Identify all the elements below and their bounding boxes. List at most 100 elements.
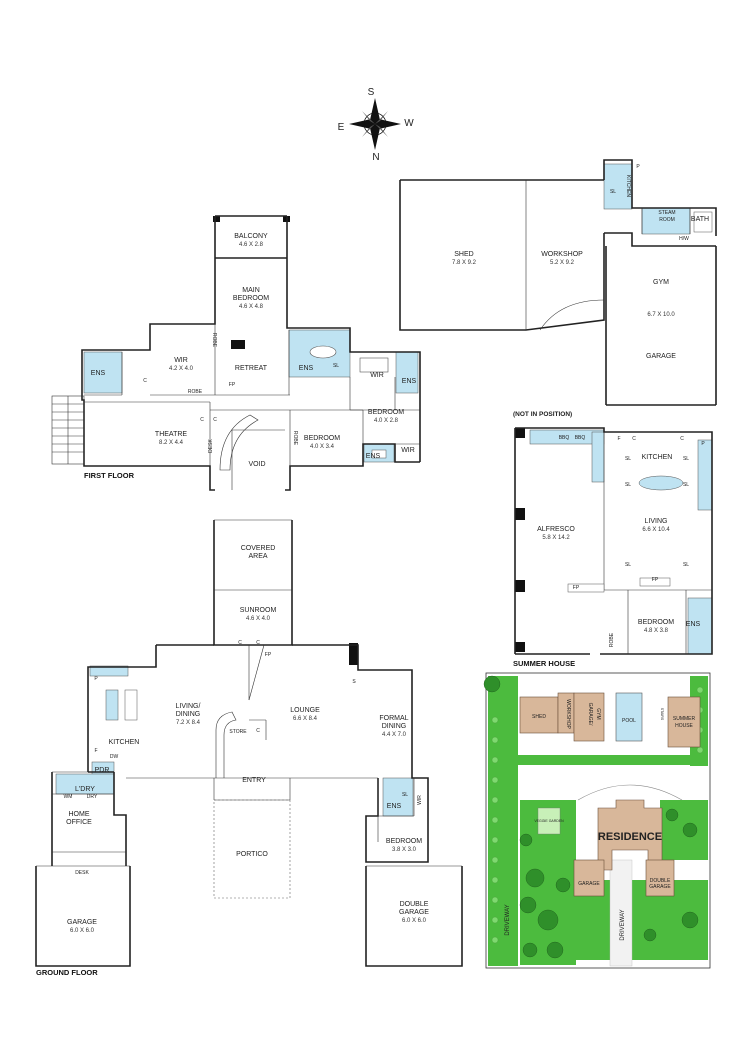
room-label: HOME bbox=[69, 811, 90, 818]
room-label: FORMAL bbox=[379, 715, 408, 722]
room-label: SL bbox=[625, 562, 631, 568]
room-label: ENS bbox=[686, 621, 701, 628]
room-label: 6.0 X 6.0 bbox=[70, 928, 95, 934]
room-label: F bbox=[617, 436, 620, 442]
room-label: MAIN bbox=[242, 287, 260, 294]
room-label: OFFICE bbox=[66, 819, 92, 826]
room-label: BEDROOM bbox=[304, 435, 340, 442]
ground-floor-caption: GROUND FLOOR bbox=[36, 968, 98, 977]
room-label: DOUBLE bbox=[400, 901, 429, 908]
room-label: BEDROOM bbox=[638, 619, 674, 626]
room-label: GARAGE/ bbox=[587, 703, 593, 726]
room-label: ENS bbox=[387, 803, 402, 810]
room-label: ENTRY bbox=[242, 777, 266, 784]
room-label: LIVING/ bbox=[176, 703, 201, 710]
room-label: GARAGE bbox=[67, 919, 97, 926]
room-label: GYM bbox=[595, 708, 601, 719]
room-label: SHED bbox=[532, 714, 546, 720]
room-label: P bbox=[701, 441, 705, 447]
room-label: H/W bbox=[679, 236, 689, 242]
summer-house-caption: SUMMER HOUSE bbox=[513, 659, 575, 668]
room-label: WIR bbox=[174, 357, 188, 364]
room-label: 6.0 X 6.0 bbox=[402, 918, 427, 924]
room-label: DRIVEWAY bbox=[620, 909, 626, 940]
room-label: 5.2 X 9.2 bbox=[550, 260, 575, 266]
room-label: GARAGE bbox=[578, 881, 600, 887]
compass-n: N bbox=[372, 152, 379, 163]
room-label: F bbox=[94, 748, 97, 754]
compass-e: E bbox=[338, 122, 345, 133]
room-label: WIR bbox=[401, 447, 415, 454]
room-label: SUMMER bbox=[673, 716, 696, 722]
room-label: KITCHEN bbox=[109, 739, 140, 746]
room-label: C bbox=[256, 728, 260, 734]
compass-w: W bbox=[404, 118, 414, 129]
room-label: WORKSHOP bbox=[541, 251, 583, 258]
room-label: C bbox=[213, 417, 217, 423]
room-label: STEAM bbox=[658, 210, 675, 216]
room-label: 6.6 X 10.4 bbox=[642, 527, 670, 533]
room-label: C bbox=[680, 436, 684, 442]
room-label: C bbox=[632, 436, 636, 442]
room-label: BATH bbox=[691, 216, 709, 223]
room-label: WIR bbox=[417, 795, 423, 805]
room-label: DINING bbox=[176, 711, 201, 718]
room-label: COVERED bbox=[241, 545, 276, 552]
room-label: L'DRY bbox=[75, 786, 95, 793]
room-label: S bbox=[352, 679, 356, 685]
room-label: 4.2 X 4.0 bbox=[169, 366, 194, 372]
summer-house-plan: BBQ BBQ KITCHEN F C C P ALFRESCO 5.8 X 1… bbox=[514, 427, 713, 655]
room-label: ROBE bbox=[188, 389, 203, 395]
room-label: P bbox=[94, 676, 98, 682]
room-label: P bbox=[636, 164, 640, 170]
room-label: 4.8 X 3.8 bbox=[644, 628, 669, 634]
room-label: C bbox=[256, 640, 260, 646]
room-label: RETREAT bbox=[235, 365, 268, 372]
room-label: ENS bbox=[402, 378, 417, 385]
room-label: BALCONY bbox=[234, 233, 268, 240]
room-label: BBQ bbox=[575, 435, 586, 441]
room-label: RESIDENCE bbox=[598, 831, 662, 843]
room-label: STORE bbox=[229, 729, 247, 735]
outbuilding-plan: SHED 7.8 X 9.2 WORKSHOP 5.2 X 9.2 KITCHE… bbox=[399, 159, 717, 406]
room-label: BBQ bbox=[559, 435, 570, 441]
room-label: PORTICO bbox=[236, 851, 268, 858]
room-label: 3.8 X 3.0 bbox=[392, 847, 417, 853]
room-label: C bbox=[200, 417, 204, 423]
room-label: FP bbox=[652, 577, 659, 583]
room-label: 6.7 X 10.0 bbox=[647, 312, 675, 318]
room-label: SL bbox=[610, 189, 616, 195]
room-label: ENS bbox=[366, 453, 381, 460]
room-label: C bbox=[238, 640, 242, 646]
room-label: GYM bbox=[653, 279, 669, 286]
room-label: FP bbox=[265, 652, 272, 658]
room-label: ALFRESCO bbox=[537, 526, 575, 533]
compass-s: S bbox=[368, 87, 375, 98]
room-label: DW bbox=[110, 754, 119, 760]
compass-rose: S N E W bbox=[338, 87, 415, 163]
room-label: KITCHEN bbox=[642, 454, 673, 461]
room-label: DRIVEWAY bbox=[505, 904, 511, 935]
room-label: VEGGIE GARDEN bbox=[534, 819, 564, 823]
room-label: 4.6 X 4.8 bbox=[239, 304, 264, 310]
room-label: SUNROOM bbox=[240, 607, 277, 614]
room-label: 7.8 X 9.2 bbox=[452, 260, 477, 266]
room-label: ENS bbox=[299, 365, 314, 372]
room-label: WORKSHOP bbox=[565, 699, 571, 729]
room-label: 4.4 X 7.0 bbox=[382, 732, 407, 738]
room-label: POOL bbox=[622, 718, 636, 724]
room-label: ROOM bbox=[659, 217, 675, 223]
first-floor-caption: FIRST FLOOR bbox=[84, 471, 135, 480]
room-label: C bbox=[143, 378, 147, 384]
room-label: WIR bbox=[370, 372, 384, 379]
ground-floor-plan: COVERED AREA SUNROOM 4.6 X 4.0 LIVING/ D… bbox=[35, 519, 463, 967]
room-label: SHED bbox=[454, 251, 473, 258]
room-label: 5.8 X 14.2 bbox=[542, 535, 570, 541]
room-label: BEDROOM bbox=[386, 838, 422, 845]
room-label: 4.0 X 3.4 bbox=[310, 444, 335, 450]
room-label: GARAGE bbox=[646, 353, 676, 360]
room-label: DESK bbox=[208, 439, 214, 453]
room-label: 7.2 X 8.4 bbox=[176, 720, 201, 726]
room-label: KITCHEN bbox=[625, 175, 631, 197]
